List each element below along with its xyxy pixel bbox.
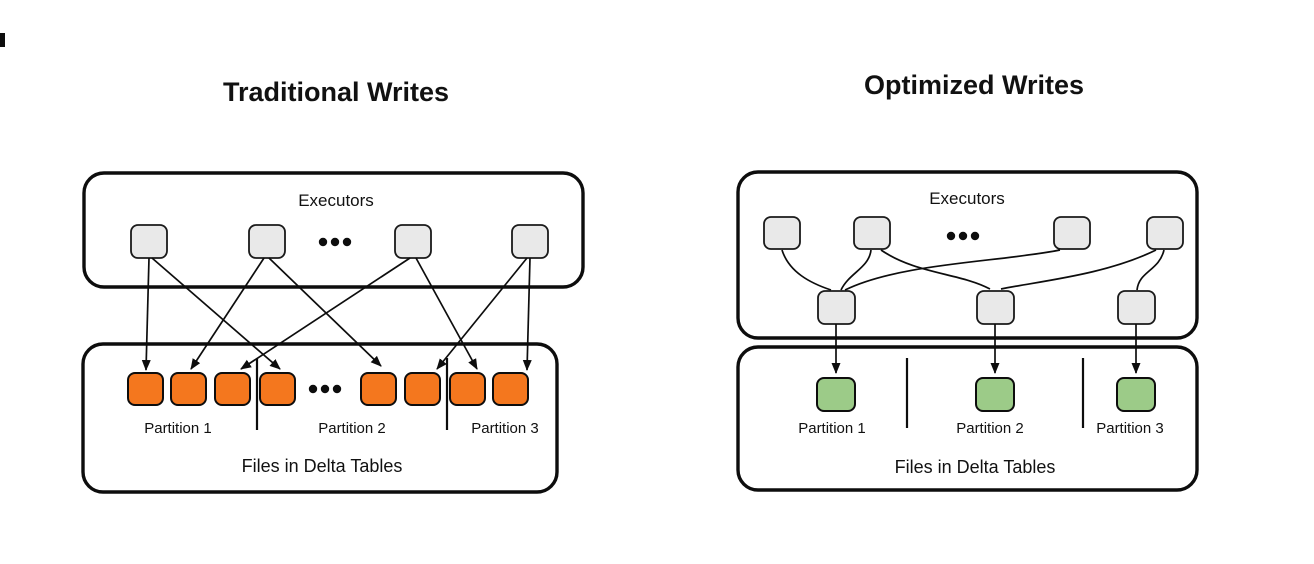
- writer-node: [817, 290, 856, 325]
- executor-node: [511, 224, 549, 259]
- writer-node: [1117, 290, 1156, 325]
- file-node: [170, 372, 207, 406]
- file-node: [404, 372, 441, 406]
- file-nodes-traditional: [127, 372, 529, 406]
- file-node: [816, 377, 856, 412]
- file-node: [360, 372, 397, 406]
- optimized-writes-diagram: Optimized Writes Executors: [736, 70, 1199, 492]
- partition-label: Partition 2: [956, 420, 1024, 437]
- traditional-title: Traditional Writes: [223, 77, 449, 107]
- ellipsis-icon: [308, 384, 342, 394]
- writer-node: [976, 290, 1015, 325]
- file-node: [259, 372, 296, 406]
- file-node: [1116, 377, 1156, 412]
- shuffle-curves: [781, 249, 1165, 291]
- optimized-title: Optimized Writes: [864, 70, 1084, 100]
- partition-label: Partition 3: [471, 420, 539, 437]
- write-arrows: [831, 324, 1141, 374]
- file-node: [214, 372, 251, 406]
- ellipsis-icon: [946, 231, 980, 241]
- file-node: [127, 372, 164, 406]
- executor-node: [130, 224, 168, 259]
- executor-node: [1053, 216, 1091, 250]
- partition-label: Partition 1: [798, 420, 866, 437]
- file-node: [449, 372, 486, 406]
- delta-tables-label-optimized: Files in Delta Tables: [895, 457, 1056, 477]
- executor-node: [853, 216, 891, 250]
- stray-mark: [0, 33, 5, 47]
- executors-box-traditional: [82, 171, 585, 289]
- partition-label: Partition 1: [144, 420, 212, 437]
- file-nodes-optimized: [816, 377, 1156, 412]
- executor-node: [394, 224, 432, 259]
- partition-label: Partition 2: [318, 420, 386, 437]
- executors-label-optimized: Executors: [929, 189, 1005, 208]
- delta-tables-label-traditional: Files in Delta Tables: [242, 456, 403, 476]
- executor-node: [1146, 216, 1184, 250]
- executors-label-traditional: Executors: [298, 191, 374, 210]
- partition-label: Partition 3: [1096, 420, 1164, 437]
- traditional-writes-diagram: Traditional Writes Executors: [81, 77, 585, 494]
- ellipsis-icon: [318, 237, 352, 247]
- file-node: [975, 377, 1015, 412]
- executor-node: [763, 216, 801, 250]
- executor-node: [248, 224, 286, 259]
- file-node: [492, 372, 529, 406]
- shuffle-arrows: [141, 257, 532, 371]
